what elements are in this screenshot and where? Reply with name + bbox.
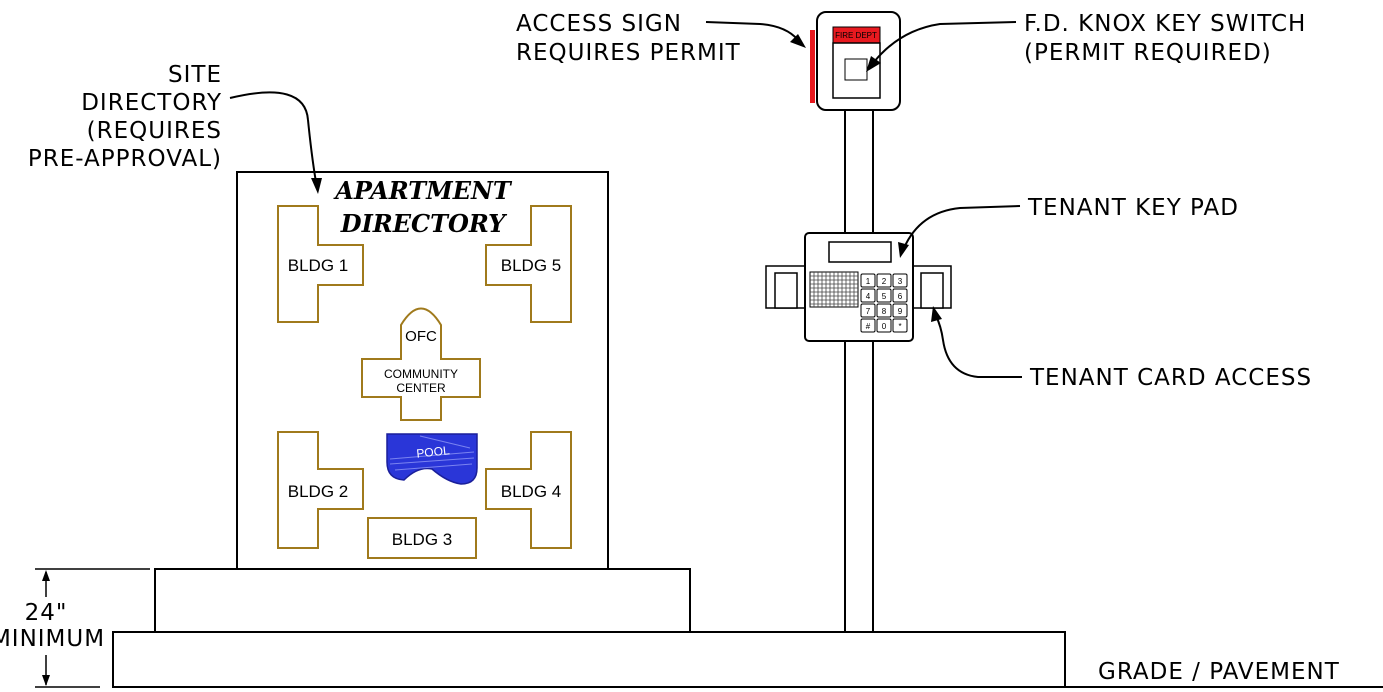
card-reader-right[interactable]: [920, 272, 944, 309]
directory-title-line2: DIRECTORY: [340, 209, 508, 238]
keypad-key[interactable]: [860, 303, 876, 318]
keypad-buttons: 1 2 3 4 5 6 7 8 9 #0 *: [860, 273, 908, 333]
keypad-key-label: 1: [866, 277, 871, 286]
site-directory-leader: [229, 91, 318, 189]
office-community-outline: [361, 307, 481, 421]
dimension-value: 24": [25, 600, 68, 626]
bldg2-outline: [277, 431, 364, 549]
keypad-key[interactable]: [892, 318, 908, 333]
fire-dept-label: FIRE DEPT: [835, 31, 877, 40]
bldg5-outline: [485, 205, 572, 323]
keypad-key[interactable]: [876, 273, 892, 288]
directory-title-line1: APARTMENT: [333, 176, 513, 205]
keypad-key[interactable]: [892, 288, 908, 303]
card-access-leader: [935, 315, 1022, 378]
key-pad-leader: [903, 205, 1021, 249]
key-pad-callout: TENANT KEY PAD: [898, 195, 1239, 258]
entry-keypad-unit: 1 2 3 4 5 6 7 8 9 #0 *: [765, 232, 952, 342]
keypad-key[interactable]: [860, 273, 876, 288]
bldg1-label: BLDG 1: [288, 256, 348, 275]
base-slab: [112, 631, 1066, 688]
site-directory-line3: (REQUIRES: [87, 118, 222, 144]
access-sign-strip: [810, 30, 815, 103]
site-directory-line1: SITE: [168, 62, 222, 88]
office-label: OFC: [405, 328, 437, 345]
keypad-key[interactable]: [892, 273, 908, 288]
card-access-arrowhead: [931, 306, 942, 322]
keypad-key[interactable]: [876, 303, 892, 318]
key-pad-arrowhead: [898, 242, 909, 258]
access-sign-arrowhead: [790, 34, 806, 48]
knox-switch-line2: (PERMIT REQUIRED): [1024, 40, 1272, 66]
site-directory-arrowhead: [311, 178, 322, 194]
keypad-key[interactable]: [876, 288, 892, 303]
key-pad-label: TENANT KEY PAD: [1027, 195, 1239, 221]
keypad-key[interactable]: [860, 318, 876, 333]
keypad-key-label: 3: [898, 277, 903, 286]
dimension-note: MINIMUM: [0, 626, 105, 652]
access-sign-leader: [705, 21, 799, 41]
bldg4-label: BLDG 4: [501, 482, 561, 501]
bldg1-outline: [277, 205, 364, 323]
bldg3-outline: [367, 517, 477, 559]
site-directory-callout: SITE DIRECTORY (REQUIRES PRE-APPROVAL): [28, 62, 322, 194]
keypad-display: [828, 241, 892, 263]
keypad-key-label: #: [866, 322, 871, 331]
community-center-label-line1: COMMUNITY: [384, 367, 458, 381]
grade-label: GRADE / PAVEMENT: [1098, 659, 1340, 685]
knox-switch-line1: F.D. KNOX KEY SWITCH: [1024, 11, 1306, 37]
pool-label: POOL: [416, 443, 451, 460]
bldg4-outline: [485, 431, 572, 549]
bldg5-label: BLDG 5: [501, 256, 561, 275]
keypad-speaker-grille: [809, 271, 859, 308]
building-outlines: [277, 205, 572, 559]
bldg3-label: BLDG 3: [392, 530, 452, 549]
card-access-callout: TENANT CARD ACCESS: [931, 306, 1312, 391]
community-center-label-line2: CENTER: [396, 381, 446, 395]
keypad-key-label: 9: [898, 307, 903, 316]
pool-shape: POOL: [386, 433, 478, 485]
access-sign-line1: ACCESS SIGN: [516, 11, 682, 37]
bldg2-label: BLDG 2: [288, 482, 348, 501]
knox-switch-arrowhead: [866, 56, 881, 72]
knox-switch-callout: F.D. KNOX KEY SWITCH (PERMIT REQUIRED): [866, 11, 1306, 72]
keypad-key-label: 2: [882, 277, 887, 286]
keypad-key-label: 4: [866, 292, 871, 301]
keypad-key[interactable]: [876, 318, 892, 333]
knox-key-switch[interactable]: [844, 58, 868, 81]
site-directory-line2: DIRECTORY: [81, 90, 222, 116]
keypad-key-label: 7: [866, 307, 871, 316]
access-sign-line2: REQUIRES PERMIT: [516, 40, 741, 66]
keypad-key[interactable]: [860, 288, 876, 303]
keypad-key-label: 0: [882, 322, 887, 331]
site-directory-line4: PRE-APPROVAL): [28, 146, 222, 172]
height-dimension: 24" MINIMUM: [0, 568, 150, 688]
card-reader-left[interactable]: [774, 272, 798, 309]
access-sign-callout: ACCESS SIGN REQUIRES PERMIT: [516, 11, 806, 66]
sign-plinth: [154, 568, 691, 633]
keypad-key-label: 6: [898, 292, 903, 301]
card-access-label: TENANT CARD ACCESS: [1029, 365, 1312, 391]
keypad-key-label: 5: [882, 292, 887, 301]
keypad-key-label: *: [898, 322, 901, 331]
keypad-key-label: 8: [882, 307, 887, 316]
keypad-key[interactable]: [892, 303, 908, 318]
post: [844, 109, 874, 633]
knox-switch-leader: [873, 21, 1017, 63]
knox-box: FIRE DEPT: [810, 11, 901, 111]
